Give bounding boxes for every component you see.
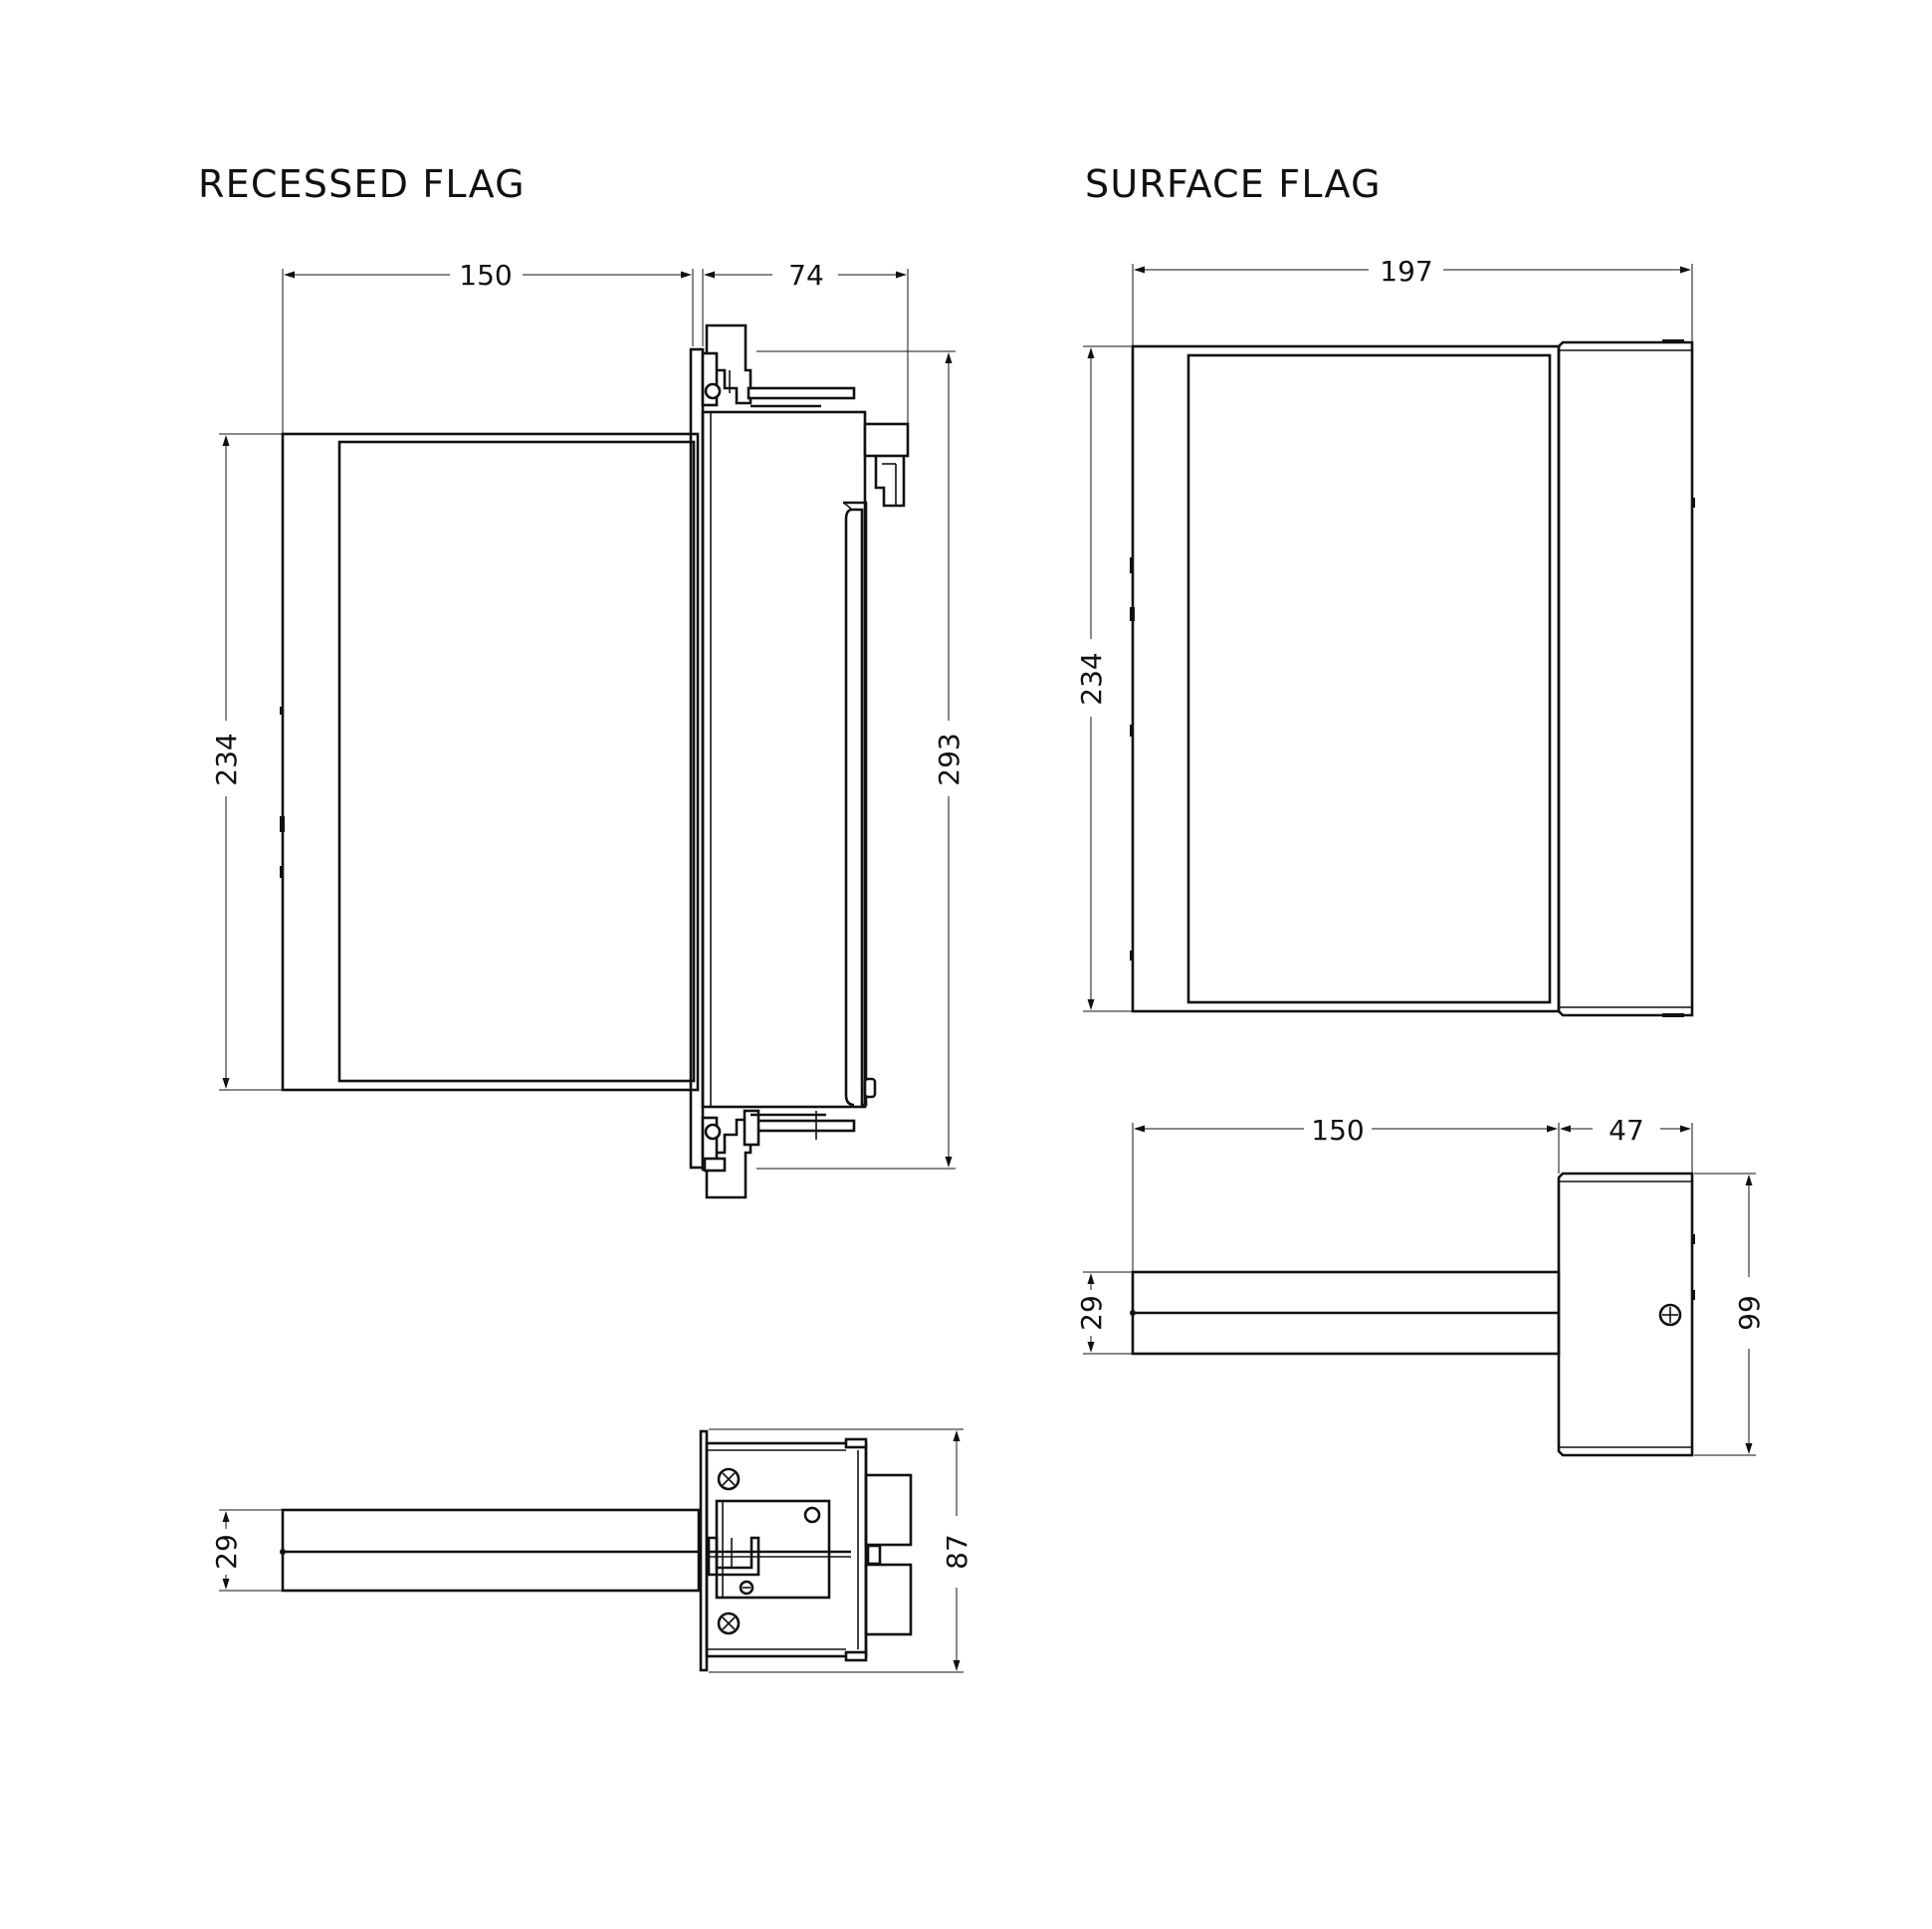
recessed-top-height-label: 87 — [941, 1534, 973, 1570]
surface-height-label: 234 — [1075, 652, 1108, 705]
surface-top-dim-height: 99 — [1694, 1173, 1766, 1456]
recessed-flag-title: RECESSED FLAG — [198, 162, 526, 206]
screw-icon — [1658, 1303, 1682, 1327]
surface-front-view — [1130, 339, 1695, 1017]
surface-width-label: 197 — [1380, 255, 1432, 288]
surface-front-dim-height: 234 — [1075, 345, 1133, 1012]
surface-flag-title: SURFACE FLAG — [1085, 162, 1382, 206]
surface-top-dim-thickness: 29 — [1075, 1271, 1133, 1355]
recessed-thickness-label: 29 — [210, 1534, 243, 1570]
recessed-front-dim-height: 234 — [210, 433, 283, 1091]
surface-top-depth-label: 47 — [1609, 1114, 1644, 1147]
recessed-depth-label: 74 — [788, 259, 824, 292]
recessed-front-view — [280, 323, 910, 1199]
recessed-top-view — [280, 1429, 913, 1672]
recessed-front-dim-depth: 74 — [702, 259, 909, 424]
surface-top-dim-depth: 47 — [1560, 1114, 1693, 1174]
screw-icon — [717, 1467, 741, 1491]
recessed-height-label: 234 — [210, 733, 243, 785]
screw-icon — [717, 1611, 741, 1635]
surface-top-height-label: 99 — [1733, 1295, 1766, 1331]
recessed-top-dim-height: 87 — [709, 1428, 973, 1673]
surface-top-width-label: 150 — [1311, 1114, 1364, 1147]
recessed-top-dim-thickness: 29 — [210, 1509, 283, 1592]
surface-top-view — [1130, 1172, 1695, 1457]
recessed-width-label: 150 — [459, 259, 512, 292]
recessed-front-dim-width: 150 — [282, 259, 694, 434]
surface-top-dim-width: 150 — [1132, 1114, 1560, 1272]
recessed-total-height-label: 293 — [933, 733, 966, 785]
surface-thickness-label: 29 — [1075, 1295, 1108, 1331]
recessed-front-dim-total-height: 293 — [756, 350, 966, 1170]
surface-front-dim-width: 197 — [1132, 255, 1693, 346]
